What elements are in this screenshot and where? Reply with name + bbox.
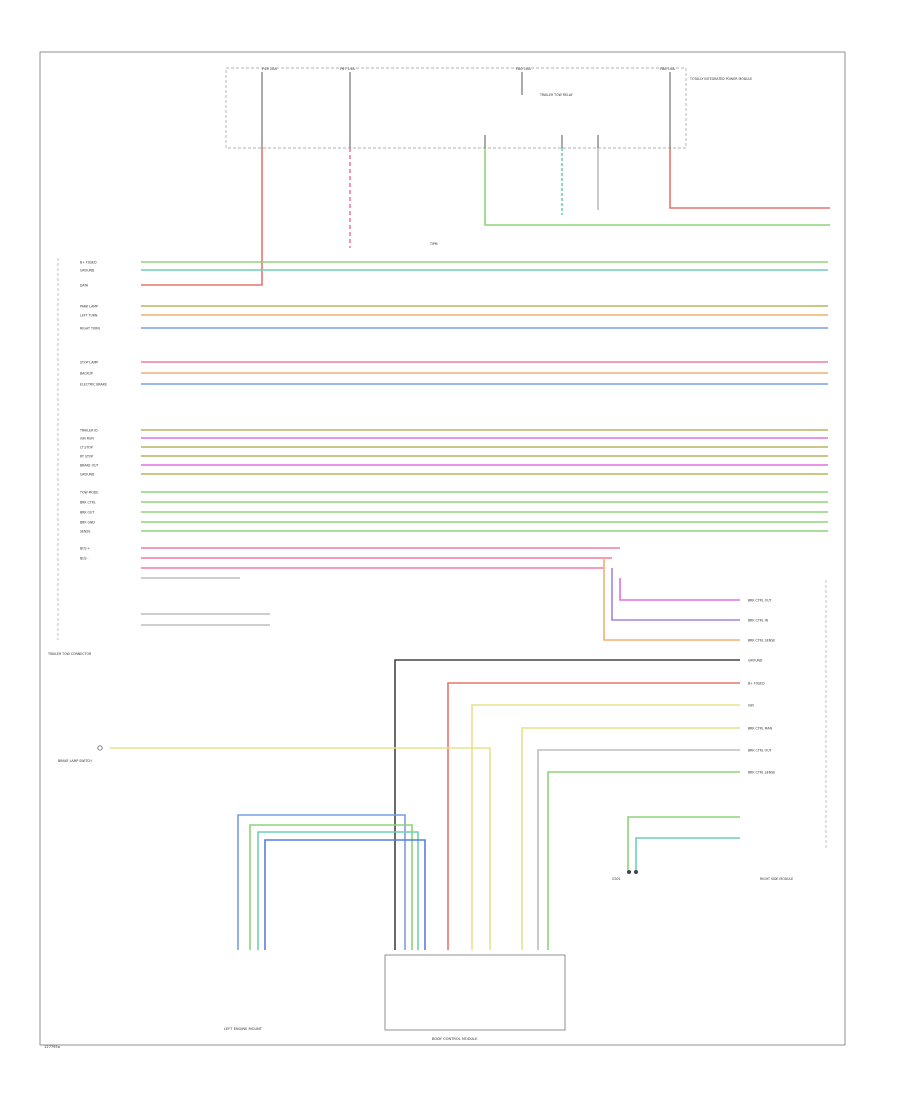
left-pin-label: BRK OUT bbox=[80, 511, 94, 515]
trailer-tow-label: TRAILER TOW CONNECTOR bbox=[47, 652, 92, 656]
left-pin-label: BUS + bbox=[80, 547, 91, 551]
left-pin-label: GROUND bbox=[80, 473, 95, 477]
left-pin-label: BRAKE OUT bbox=[80, 464, 98, 468]
left-pin-label: GROUND bbox=[80, 269, 95, 273]
fuse-label-4: F88 10A bbox=[660, 67, 675, 71]
right-pin-label: IGN bbox=[748, 704, 754, 708]
right-pin-label: BRK CTRL OUT bbox=[748, 749, 772, 753]
harness-wires bbox=[141, 261, 828, 626]
ground-label: G301 bbox=[612, 877, 621, 881]
fuse-label-3: F80 10A bbox=[516, 67, 531, 71]
ground-symbol bbox=[627, 870, 631, 874]
left-pin-label: TRAILER ID bbox=[79, 429, 98, 433]
left-pin-label: RIGHT TURN bbox=[80, 327, 100, 331]
fuse-headers: F43 10A F67 15A F80 10A F88 10A TRAILER … bbox=[262, 67, 752, 97]
fuse-block bbox=[225, 67, 687, 149]
left-pin-label: BRK CTRL bbox=[80, 501, 96, 505]
left-pin-label: IGN RUN bbox=[80, 437, 94, 441]
left-pin-label: RT STOP bbox=[80, 455, 93, 459]
left-pin-labels: B+ FUSED GROUND DATA PARK LAMP LEFT TURN RIGH… bbox=[79, 261, 107, 561]
right-pin-label: B+ FUSED bbox=[748, 682, 765, 686]
left-pin-label: PARK LAMP bbox=[80, 305, 98, 309]
ground-symbol-2 bbox=[634, 870, 638, 874]
left-pin-label: LEFT TURN bbox=[80, 314, 98, 318]
fuse-risers bbox=[261, 72, 671, 148]
right-pin-label: BRK CTRL OUT bbox=[748, 599, 772, 603]
right-pin-label: BRK CTRL SENSE bbox=[748, 771, 775, 775]
left-pin-label: BUS - bbox=[80, 557, 89, 561]
right-pin-label: BRK CTRL IN bbox=[748, 619, 769, 623]
right-pin-label: GROUND bbox=[748, 659, 763, 663]
left-pin-label: LT STOP bbox=[80, 446, 93, 450]
tail-text: TIPM bbox=[429, 242, 438, 246]
switch-contact bbox=[97, 745, 103, 751]
right-module-label: RIGHT SIDE MODULE bbox=[760, 877, 793, 881]
power-module-label: TOTALLY INTEGRATED POWER MODULE bbox=[689, 77, 752, 81]
left-pin-label: ELECTRIC BRAKE bbox=[80, 383, 107, 387]
left-pin-label: B+ FUSED bbox=[80, 261, 97, 265]
power-feeds bbox=[141, 148, 830, 286]
left-pin-label: BACKUP bbox=[80, 372, 93, 376]
left-mount-routes bbox=[237, 814, 426, 950]
left-pin-label: DATA bbox=[80, 284, 89, 288]
right-pin-label: BRK CTRL MAN bbox=[748, 727, 773, 731]
bcm-label: BODY CONTROL MODULE bbox=[432, 1037, 478, 1041]
brake-switch-label: BRAKE LAMP SWITCH bbox=[58, 759, 92, 763]
right-pin-label: BRK CTRL SENSE bbox=[748, 639, 775, 643]
bcm-module bbox=[384, 954, 566, 1031]
fuse-label-2: F67 15A bbox=[340, 67, 355, 71]
left-pin-label: TOW MODE bbox=[79, 491, 98, 495]
right-pin-labels: BRK CTRL OUT BRK CTRL IN BRK CTRL SENSE GRO… bbox=[748, 599, 775, 775]
fuse-label-1: F43 10A bbox=[262, 67, 277, 71]
lower-routes bbox=[110, 558, 740, 950]
left-pin-label: STOP LAMP bbox=[80, 361, 98, 365]
diagram-frame bbox=[39, 51, 846, 1046]
figure-id: 127795a bbox=[44, 1045, 60, 1049]
left-pin-label: SENSE bbox=[80, 530, 90, 534]
relay-label: TRAILER TOW RELAY bbox=[539, 93, 573, 97]
left-pin-label: BRK GND bbox=[80, 521, 95, 525]
left-module-label: LEFT ENGINE MOUNT bbox=[224, 1027, 263, 1031]
